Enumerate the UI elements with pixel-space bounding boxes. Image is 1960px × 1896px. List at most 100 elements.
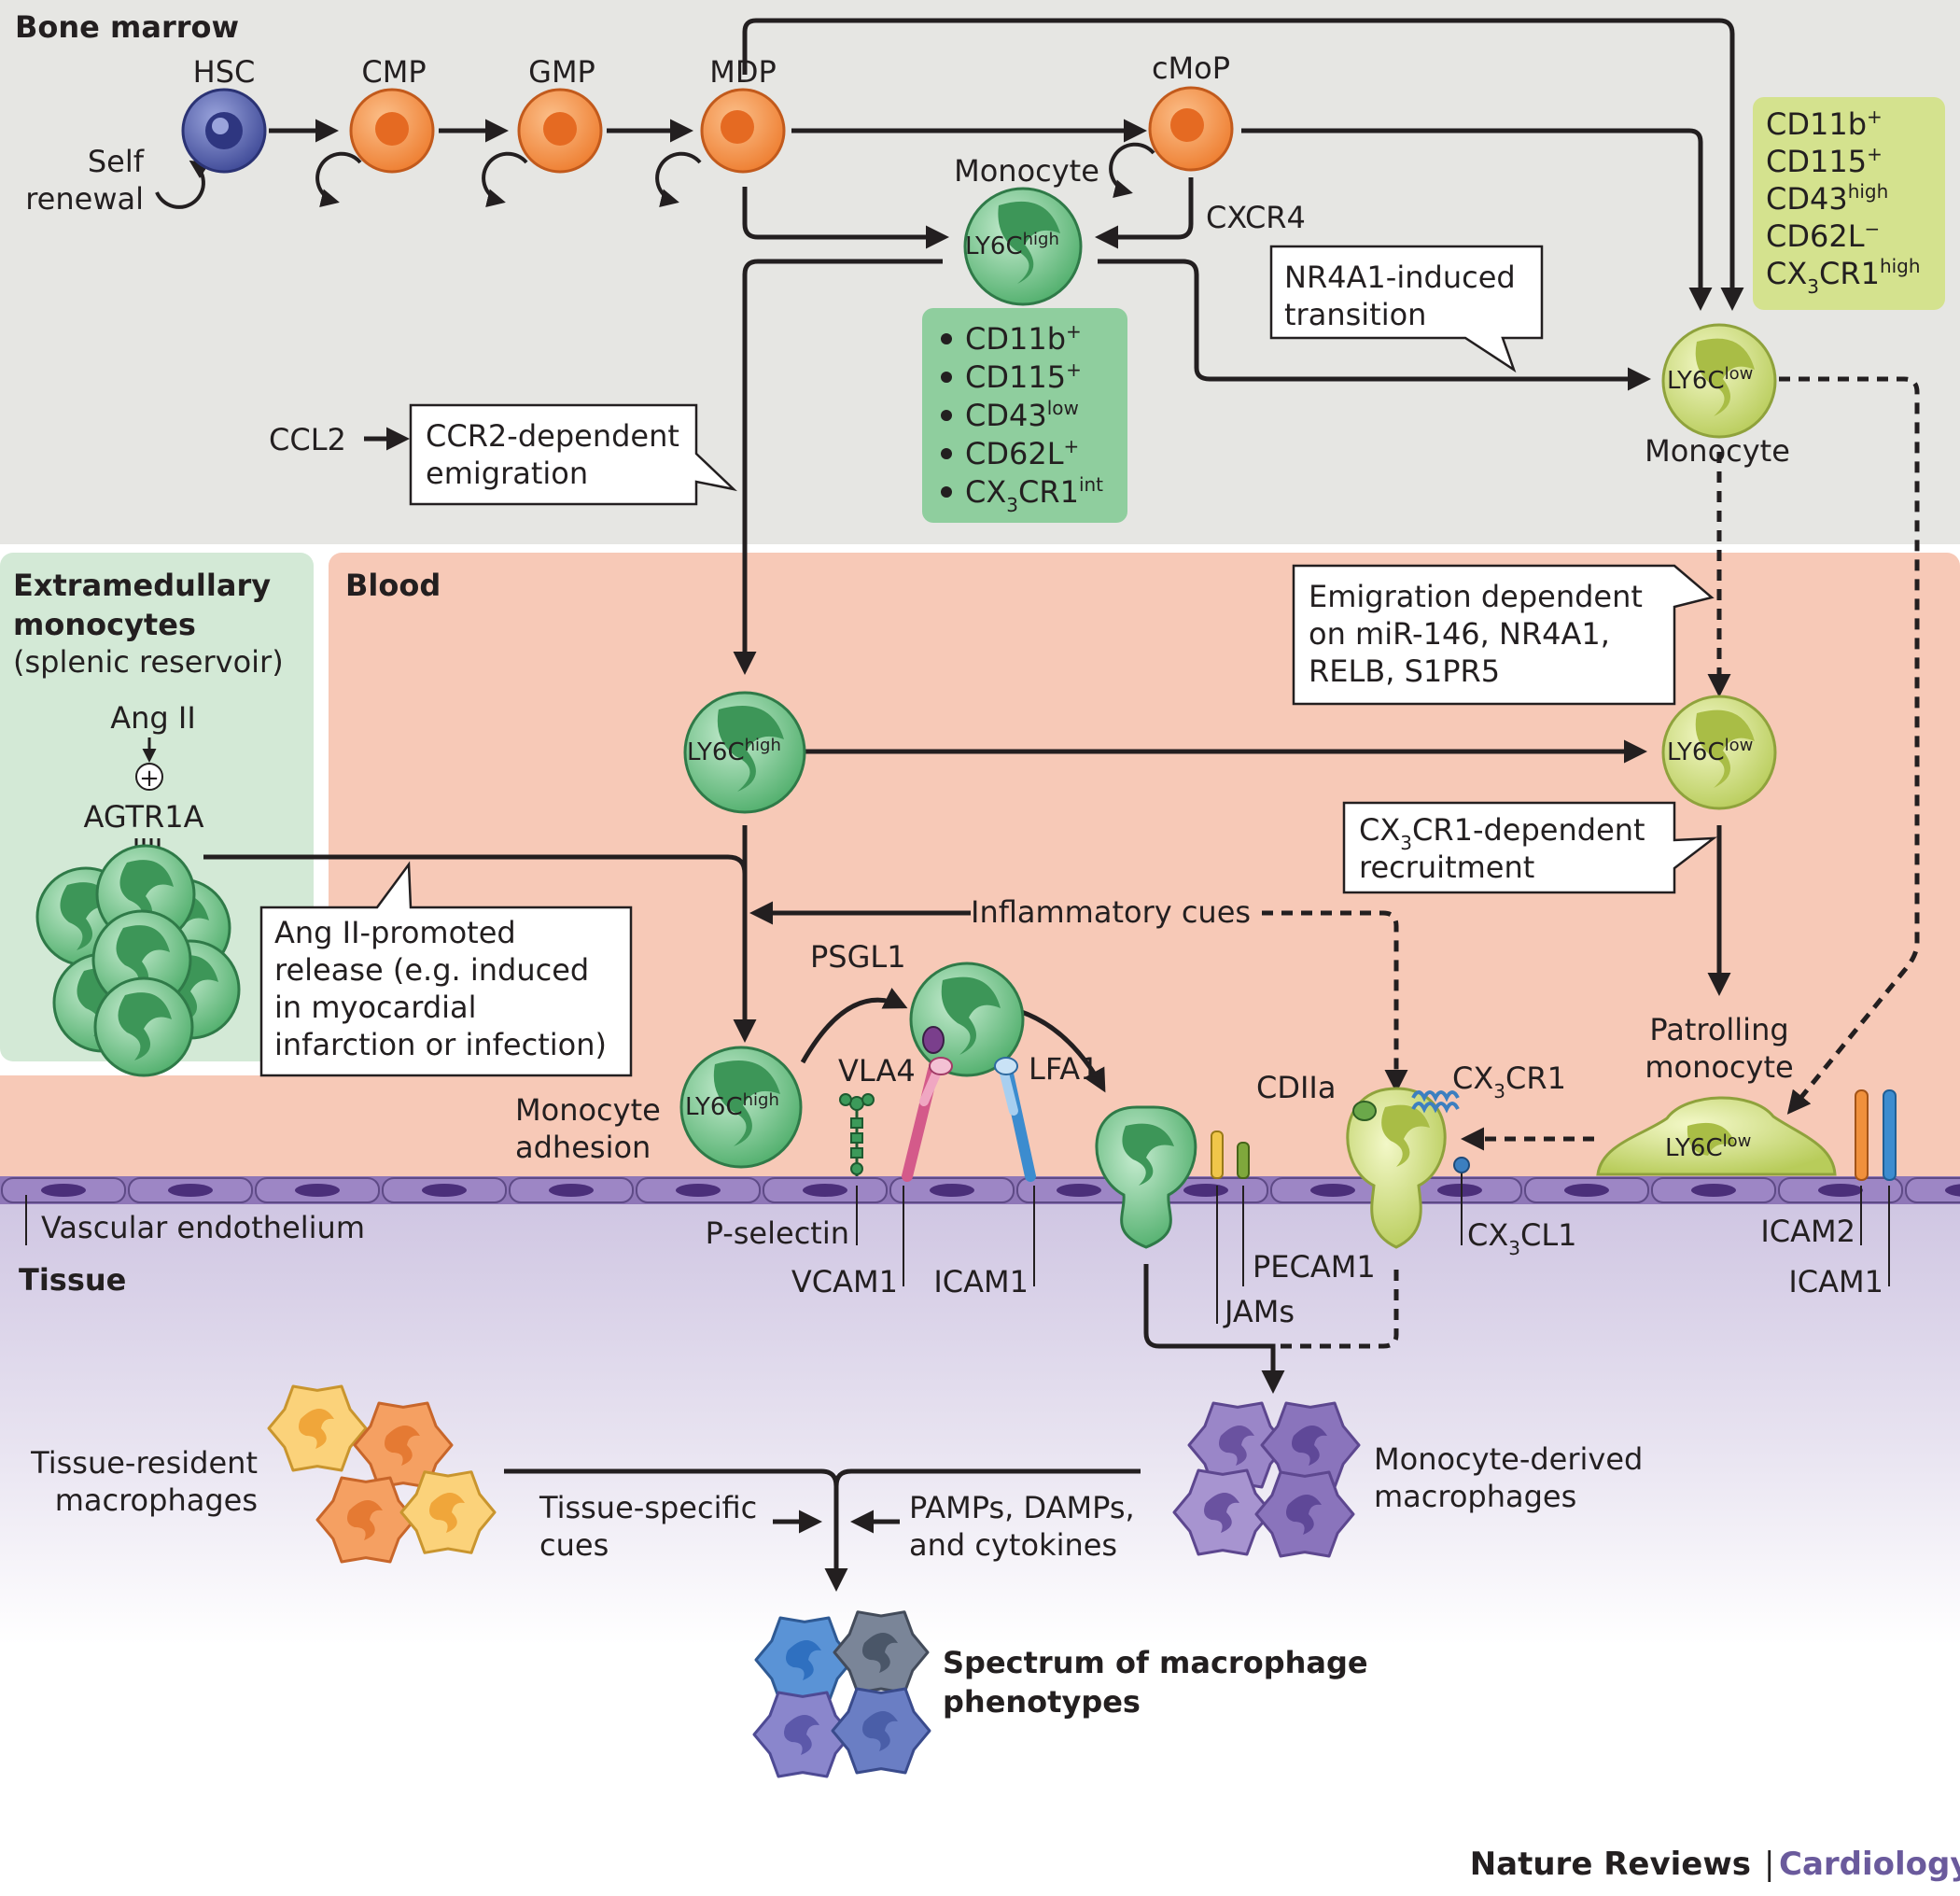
pamps-label-1: PAMPs, DAMPs,	[909, 1490, 1135, 1525]
extravasating-ly6c-low-monocyte	[1346, 1087, 1460, 1249]
endothelial-nucleus	[803, 1184, 847, 1197]
gmp-label: GMP	[528, 54, 595, 90]
jams-label: JAMs	[1223, 1294, 1295, 1329]
marker-text: CD115+	[965, 358, 1082, 395]
svg-text:|: |	[1764, 1846, 1774, 1883]
icam1-label: ICAM1	[933, 1264, 1029, 1299]
patrolling-label-1: Patrolling	[1649, 1012, 1788, 1047]
cx3cr1-label: CX3CR1	[1452, 1060, 1566, 1102]
macrophage-spectrum-cluster	[752, 1610, 931, 1778]
self-renewal-loops	[155, 142, 1155, 209]
cmp-cell	[349, 88, 435, 174]
emigration-callout: Emigration dependent on miR-146, NR4A1, …	[1292, 564, 1715, 706]
cd11a-label: CDIIa	[1256, 1070, 1336, 1105]
marrow-connectors	[203, 18, 1744, 1592]
resident-macrophage-nucleus	[299, 1409, 334, 1449]
extramedullary-title-1: Extramedullary	[13, 568, 271, 603]
marker-bullet	[941, 486, 952, 498]
svg-text:in myocardial: in myocardial	[274, 990, 477, 1025]
marker-text: CD62L−	[1766, 218, 1880, 254]
endothelium-leaders	[25, 1186, 1890, 1324]
splenic-nucleus	[118, 992, 172, 1060]
endothelial-nucleus	[1183, 1184, 1228, 1197]
icam2-label: ICAM2	[1760, 1214, 1855, 1249]
agtr1a-label: AGTR1A	[83, 799, 203, 835]
patrolling-monocyte	[1596, 1096, 1837, 1176]
endothelium-label: Vascular endothelium	[41, 1210, 365, 1245]
self-renewal-line2: renewal	[25, 181, 144, 217]
derived-label-2: macrophages	[1374, 1479, 1576, 1514]
jams-pecam1-molecules	[1211, 1131, 1250, 1179]
marker-text: CD11b+	[965, 320, 1082, 357]
marker-bullet	[941, 410, 952, 421]
spectrum-macrophage-nucleus	[862, 1633, 898, 1673]
patrolling-ly6c-low-label: LY6Clow	[1665, 1131, 1751, 1162]
psgl1-label: PSGL1	[810, 939, 906, 975]
marker-box-low	[1753, 97, 1945, 310]
p-selectin-molecule	[839, 1093, 875, 1176]
marrow-monocyte-label: Monocyte	[954, 153, 1099, 189]
resident-macrophage-nucleus	[385, 1426, 420, 1466]
monocyte-derived-macrophages	[1172, 1401, 1361, 1558]
derived-macrophage-nucleus	[1292, 1426, 1327, 1466]
endothelial-nucleus	[1945, 1184, 1960, 1197]
gmp-cell	[517, 88, 603, 174]
endothelial-cell	[1905, 1177, 1960, 1203]
marrow-ly6c-low-monocyte	[1661, 323, 1777, 439]
derived-macrophage-nucleus	[1204, 1493, 1239, 1533]
svg-text:CX3CR1-dependent: CX3CR1-dependent	[1359, 812, 1645, 854]
marker-text: CX3CR1high	[1766, 255, 1921, 298]
vla4-label: VLA4	[838, 1053, 916, 1088]
endothelial-nucleus	[422, 1184, 467, 1197]
svg-text:infarction or infection): infarction or infection)	[274, 1027, 607, 1062]
cxcr4-label: CXCR4	[1206, 200, 1306, 235]
svg-text:on miR-146, NR4A1,: on miR-146, NR4A1,	[1309, 616, 1610, 652]
svg-text:RELB, S1PR5: RELB, S1PR5	[1309, 653, 1500, 689]
extramedullary-subtitle: (splenic reservoir)	[13, 644, 284, 680]
svg-text:Emigration dependent: Emigration dependent	[1309, 579, 1643, 614]
resident-label-2: macrophages	[55, 1482, 258, 1518]
endothelial-nucleus	[168, 1184, 213, 1197]
spectrum-macrophage-nucleus	[784, 1715, 819, 1755]
cmp-label: CMP	[361, 54, 426, 90]
hsc-label: HSC	[193, 54, 256, 90]
marrow-ly6c-high-monocyte	[963, 187, 1083, 306]
endothelial-nucleus	[1691, 1184, 1736, 1197]
endothelial-nucleus	[1818, 1184, 1863, 1197]
svg-text:transition: transition	[1284, 297, 1426, 332]
cx3cl1-molecule	[1453, 1157, 1470, 1214]
vcam1-vla4-complex	[902, 1057, 953, 1182]
endothelial-nucleus	[930, 1184, 974, 1197]
cues-label-2: cues	[539, 1527, 609, 1563]
marker-bullet	[941, 372, 952, 383]
endothelial-nucleus	[1564, 1184, 1609, 1197]
svg-text:Cardiology: Cardiology	[1779, 1846, 1960, 1883]
ccr2-callout: CCR2-dependent emigration	[409, 403, 737, 506]
svg-text:CCR2-dependent: CCR2-dependent	[426, 418, 679, 454]
svg-text:+: +	[139, 765, 160, 793]
blood-ly6c-high-monocyte	[683, 691, 806, 814]
derived-macrophage-nucleus	[1286, 1495, 1322, 1535]
vcam1-label: VCAM1	[791, 1264, 898, 1299]
blood-ly6c-low-label: LY6Clow	[1667, 736, 1753, 766]
pamps-label-2: and cytokines	[909, 1527, 1117, 1563]
lfa1-label: LFA1	[1029, 1051, 1099, 1087]
p-selectin-label: P-selectin	[706, 1215, 849, 1251]
splenic-nucleus	[116, 925, 170, 993]
marker-text: CD62L+	[965, 435, 1079, 471]
icam1-lfa1-complex	[994, 1057, 1036, 1182]
resident-macrophage-nucleus	[347, 1500, 383, 1540]
blood-ly6c-low-monocyte	[1661, 695, 1777, 810]
extramedullary-title-2: monocytes	[13, 607, 196, 642]
adhering-ly6c-high-label: LY6Chigh	[685, 1090, 779, 1121]
transmigrating-monocyte	[1095, 1105, 1197, 1249]
patrolling-label-2: monocyte	[1645, 1049, 1793, 1085]
icam1-right-label: ICAM1	[1788, 1264, 1883, 1299]
ang2-label: Ang II	[110, 700, 196, 736]
nr4a1-callout: NR4A1-induced transition	[1269, 245, 1544, 373]
icam2-icam1-molecules	[1855, 1089, 1897, 1181]
cues-label-1: Tissue-specific	[539, 1490, 757, 1525]
adhesion-label-1: Monocyte	[515, 1092, 661, 1128]
